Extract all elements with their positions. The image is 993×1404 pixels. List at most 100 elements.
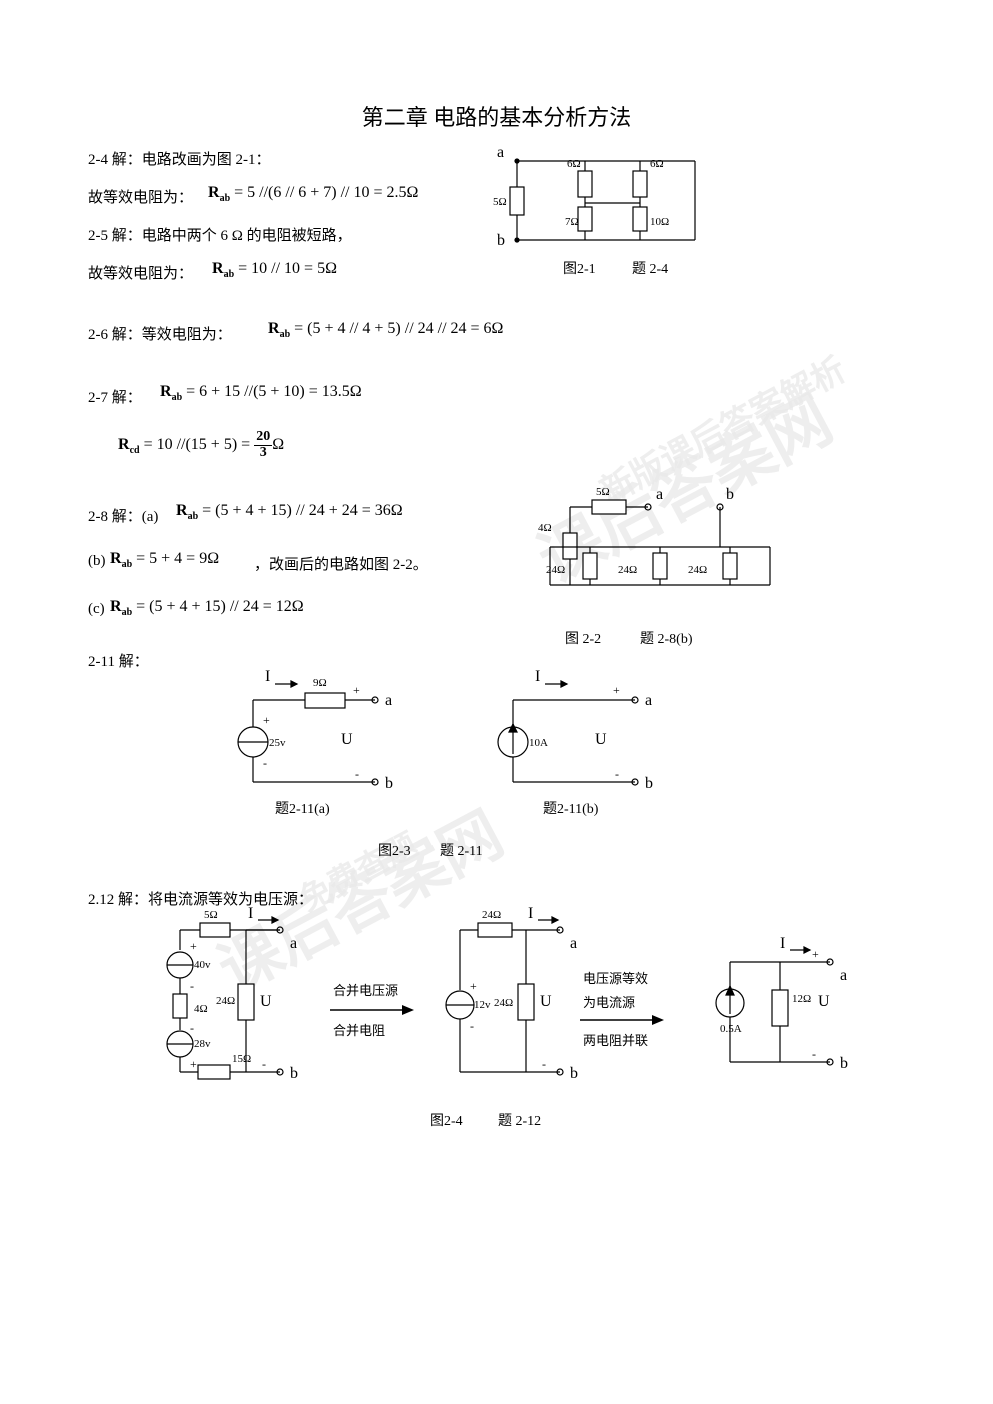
fig4s2-b: b (570, 1065, 578, 1082)
line-2-12: 2.12 解：将电流源等效为电压源： (88, 892, 314, 908)
fig4s1-v1: 40v (194, 959, 211, 971)
fig3a-subcaption: 题2-11(a) (275, 802, 330, 817)
fig3a-uplus: + (353, 683, 360, 697)
fig3b-node-b: b (645, 775, 653, 792)
line-2-4-b-prefix: 故等效电阻为： (88, 190, 194, 206)
line-2-4: 2-4 解：电路改画为图 2-1： (88, 152, 271, 168)
fig3b-node-a: a (645, 692, 652, 709)
fig3a-uminus: - (355, 767, 359, 781)
fig3a-r9: 9Ω (313, 677, 327, 689)
fig4s3-minus: - (812, 1047, 816, 1061)
fig4s1-m2: - (190, 1021, 194, 1035)
figure-2-1: a b 5Ω 6Ω 6Ω 7Ω 10Ω (493, 144, 696, 249)
fig2-node-a: a (656, 486, 663, 503)
fig3a-I: I (265, 668, 270, 685)
fig1-r-5: 5Ω (493, 196, 507, 208)
line-2-8-c-prefix: (c) (88, 601, 105, 617)
fig4s1-I: I (248, 905, 253, 922)
fig4s3-r12: 12Ω (792, 993, 811, 1005)
fig4s1-p2: + (190, 1057, 197, 1071)
fig2-r-5: 5Ω (596, 486, 610, 498)
line-2-5-b-prefix: 故等效电阻为： (88, 266, 194, 282)
fig4s1-m1: - (190, 979, 194, 993)
fig4s1-v2: 28v (194, 1038, 211, 1050)
arrow-2 (580, 1015, 664, 1025)
fig2-r-4: 4Ω (538, 522, 552, 534)
math-2-6: Rab = (5 + 4 // 4 + 5) // 24 // 24 = 6Ω (268, 320, 504, 341)
fig1-caption-num: 图2-1 (563, 262, 596, 277)
line-2-8-b-prefix: (b) (88, 553, 106, 569)
arrow-1 (330, 1005, 414, 1015)
fig3a-src: 25v (269, 737, 286, 749)
fig1-caption-prob: 题 2-4 (632, 262, 669, 277)
fig4s2-r24top: 24Ω (482, 909, 501, 921)
line-2-6-prefix: 2-6 解：等效电阻为： (88, 327, 232, 343)
fig3-caption-prob: 题 2-11 (440, 844, 483, 859)
fig2-caption-prob: 题 2-8(b) (640, 632, 693, 647)
fig2-r-24a: 24Ω (546, 564, 565, 576)
figure-2-4-step1: 5Ω I + 40v - 4Ω - 28v + 15Ω 24Ω U a - b (166, 905, 298, 1082)
fig4s3-a: a (840, 967, 847, 984)
fig4s2-plus: + (470, 979, 477, 993)
arrow2-line1: 电压源等效 (583, 971, 649, 986)
line-2-8-prefix: 2-8 解：(a) (88, 509, 159, 525)
fig4s1-a: a (290, 935, 297, 952)
arrow1-bottom-label: 合并电阻 (333, 1023, 386, 1038)
fig3b-U: U (595, 731, 607, 748)
math-2-7: Rab = 6 + 15 //(5 + 10) = 13.5Ω (160, 383, 362, 404)
figure-2-3b: I 10A + a - b U (497, 668, 653, 792)
fig1-node-b: b (497, 232, 505, 249)
fig2-r-24c: 24Ω (688, 564, 707, 576)
fig4s1-r24: 24Ω (216, 995, 235, 1007)
math-2-8-c: Rab = (5 + 4 + 15) // 24 = 12Ω (110, 598, 304, 619)
fig3b-subcaption: 题2-11(b) (543, 802, 599, 817)
figure-2-4-step3: I 0.5A 12Ω U + a - b (715, 935, 848, 1072)
fig3-caption-num: 图2-3 (378, 844, 411, 859)
fig4s2-v: 12v (474, 999, 491, 1011)
fig4s2-minus: - (470, 1019, 474, 1033)
math-2-8-b: Rab = 5 + 4 = 9Ω (110, 550, 220, 571)
fig4-caption-num: 图2-4 (430, 1114, 463, 1129)
fig1-node-a: a (497, 144, 504, 161)
arrow2-line3: 两电阻并联 (583, 1033, 649, 1048)
math-2-5: Rab = 10 // 10 = 5Ω (212, 260, 337, 281)
fig4-caption-prob: 题 2-12 (498, 1114, 542, 1129)
fig4s2-r24: 24Ω (494, 997, 513, 1009)
fig4s1-r4: 4Ω (194, 1003, 208, 1015)
figure-2-4-step2: 24Ω I + 12v - 24Ω U a - b (445, 905, 578, 1082)
fig3b-src: 10A (529, 737, 548, 749)
fig1-r-6b: 6Ω (650, 158, 664, 170)
fig4s3-plus: + (812, 947, 819, 961)
fig3a-node-a: a (385, 692, 392, 709)
fig4s3-b: b (840, 1055, 848, 1072)
math-2-8-a: Rab = (5 + 4 + 15) // 24 + 24 = 36Ω (176, 502, 403, 523)
line-2-7-prefix: 2-7 解： (88, 390, 142, 406)
fig3a-minus: - (263, 756, 267, 770)
fig4s1-r15: 15Ω (232, 1053, 251, 1065)
fig3a-node-b: b (385, 775, 393, 792)
fig4s3-I: I (780, 935, 785, 952)
fig3a-U: U (341, 731, 353, 748)
math-2-4: Rab = 5 //(6 // 6 + 7) // 10 = 2.5Ω (208, 184, 419, 205)
figure-2-2: 5Ω a b 4Ω 24Ω 24Ω 24Ω (538, 486, 771, 586)
fig4s3-is: 0.5A (720, 1023, 742, 1035)
fig3b-uplus: + (613, 683, 620, 697)
arrow1-top-label: 合并电压源 (333, 983, 399, 998)
fig4s2-a: a (570, 935, 577, 952)
fig4s1-minus: - (262, 1057, 266, 1071)
fig3b-uminus: - (615, 767, 619, 781)
line-2-11: 2-11 解： (88, 654, 149, 670)
fig4s2-I: I (528, 905, 533, 922)
fig4s1-r5: 5Ω (204, 909, 218, 921)
fig2-r-24b: 24Ω (618, 564, 637, 576)
fig2-caption-num: 图 2-2 (565, 632, 602, 647)
fig3a-plus: + (263, 713, 270, 727)
page-title: 第二章 电路的基本分析方法 (361, 105, 632, 130)
figure-2-3a: I 9Ω + - 25v + a - b U (237, 668, 393, 792)
arrow2-line2: 为电流源 (583, 995, 636, 1010)
line-2-8-b-post: ，改画后的电路如图 2-2。 (254, 557, 428, 573)
fig1-r-7: 7Ω (565, 216, 579, 228)
